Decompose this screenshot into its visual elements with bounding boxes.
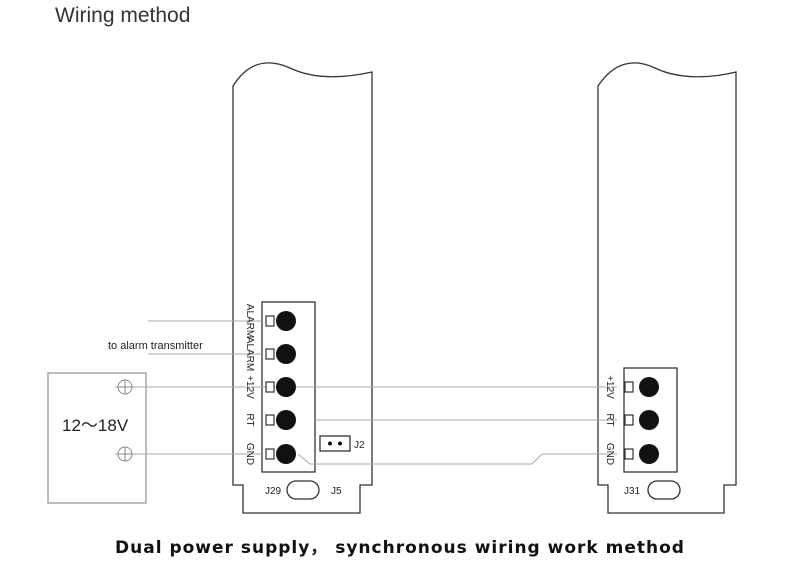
terminal-screw-icon [276,344,296,364]
terminal-screw-icon [276,410,296,430]
right-connector-label: J31 [624,486,641,497]
left-connector-label: J29 [265,486,282,497]
terminal-screw-icon [639,444,659,464]
left-terminal-label-alarm-1: ALARM [244,304,255,338]
terminal-screw-icon [639,377,659,397]
left-terminal-label-plus12v: +12V [244,375,255,399]
diagram-caption: Dual power supply， synchronous wiring wo… [115,538,685,558]
left-detector-housing [232,62,373,514]
terminal-screw-icon [639,410,659,430]
wire-gnd-link [297,453,617,465]
jumper-j2 [319,435,351,452]
right-terminal-label-gnd: GND [604,443,615,465]
left-connector-oval [286,480,320,500]
terminal-screw-icon [276,444,296,464]
left-terminal-label-gnd: GND [244,443,255,465]
jumper-j2-label: J2 [354,440,365,451]
diagram-heading: Wiring method [55,4,191,27]
right-connector-oval [647,480,681,500]
power-supply-box [47,372,147,504]
right-detector-housing [597,62,737,514]
supply-voltage-label: 12～18V [62,416,129,435]
left-terminal-label-rt: RT [244,413,255,426]
right-terminal-label-plus12v: +12V [604,375,615,399]
right-terminal-label-rt: RT [604,413,615,426]
alarm-note: to alarm transmitter [108,340,203,352]
left-terminal-label-alarm-2: ALARM [244,337,255,371]
terminal-screw-icon [276,377,296,397]
jumper-j5-label: J5 [331,486,342,497]
right-terminal-block [623,367,678,473]
terminal-screw-icon [276,311,296,331]
